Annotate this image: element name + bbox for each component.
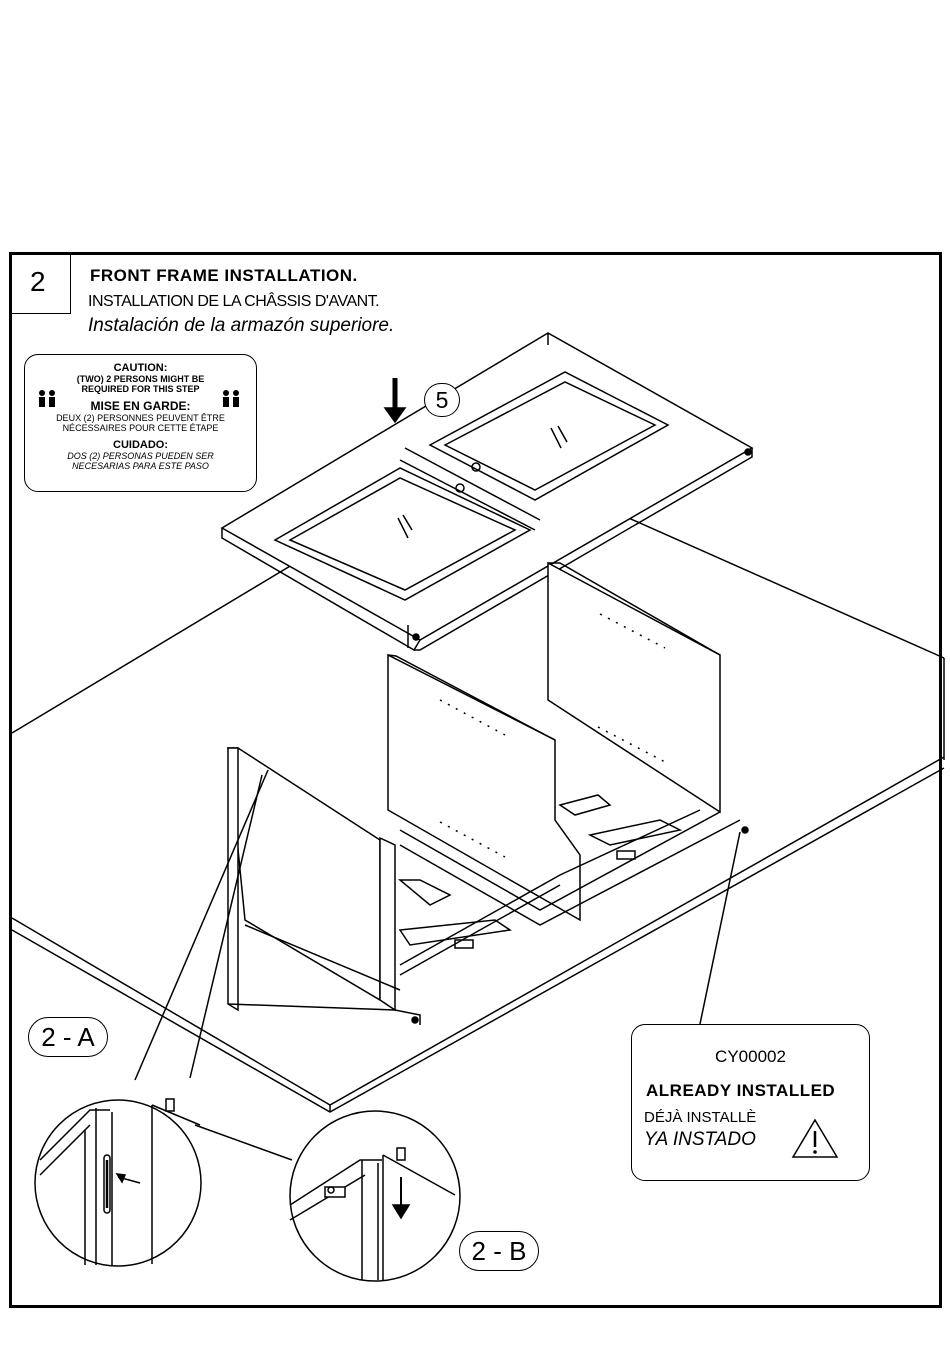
step-title-es: Instalación de la armazón superiore. [88,315,395,336]
step-title-fr: INSTALLATION DE LA CHÂSSIS D'AVANT. [88,293,380,310]
step-number-box [9,252,71,314]
left-side-panel [227,747,421,1025]
caution-text-fr-1: DEUX (2) PERSONNES PEUVENT ÊTRE [56,413,225,423]
caution-heading-en: CAUTION: [113,362,168,374]
detail-a-label: 2 - A [28,1017,108,1057]
back-panel [547,561,721,814]
detail-b-view [194,1110,461,1282]
already-installed-es: YA INSTADO [644,1129,756,1150]
caution-heading-es: CUIDADO: [113,439,168,451]
base-frame [397,794,749,976]
warning-triangle-icon [791,1118,839,1158]
caution-text-fr-2: NÉCESSAIRES POUR CETTE ÉTAPE [62,423,219,433]
caution-panel: CAUTION: (TWO) 2 PERSONS MIGHT BE REQUIR… [24,354,257,492]
center-divider-panel [387,653,581,922]
part-code: CY00002 [715,1047,786,1066]
caution-heading-fr: MISE EN GARDE: [90,399,191,413]
already-installed-panel: CY00002 ALREADY INSTALLED DÉJÀ INSTALLÈ … [631,1024,870,1181]
two-persons-icon [39,390,239,407]
detail-b-label: 2 - B [459,1231,539,1271]
caution-text-en-2: REQUIRED FOR THIS STEP [81,384,200,394]
already-installed-fr: DÉJÀ INSTALLÈ [644,1109,757,1126]
caution-text-en-1: (TWO) 2 PERSONS MIGHT BE [76,374,205,384]
step-number: 2 [30,266,46,297]
already-installed-en: ALREADY INSTALLED [646,1081,836,1100]
caution-text-es-2: NECESARIAS PARA ESTE PASO [72,461,209,471]
part-number-label: 5 [424,383,460,417]
front-frame-part [220,332,754,652]
step-frame [9,252,942,1308]
step-title: FRONT FRAME INSTALLATION. [90,266,358,285]
caution-text-es-1: DOS (2) PERSONAS PUEDEN SER [67,451,214,461]
down-arrow-icon [383,378,407,424]
detail-a-view [34,1098,202,1267]
